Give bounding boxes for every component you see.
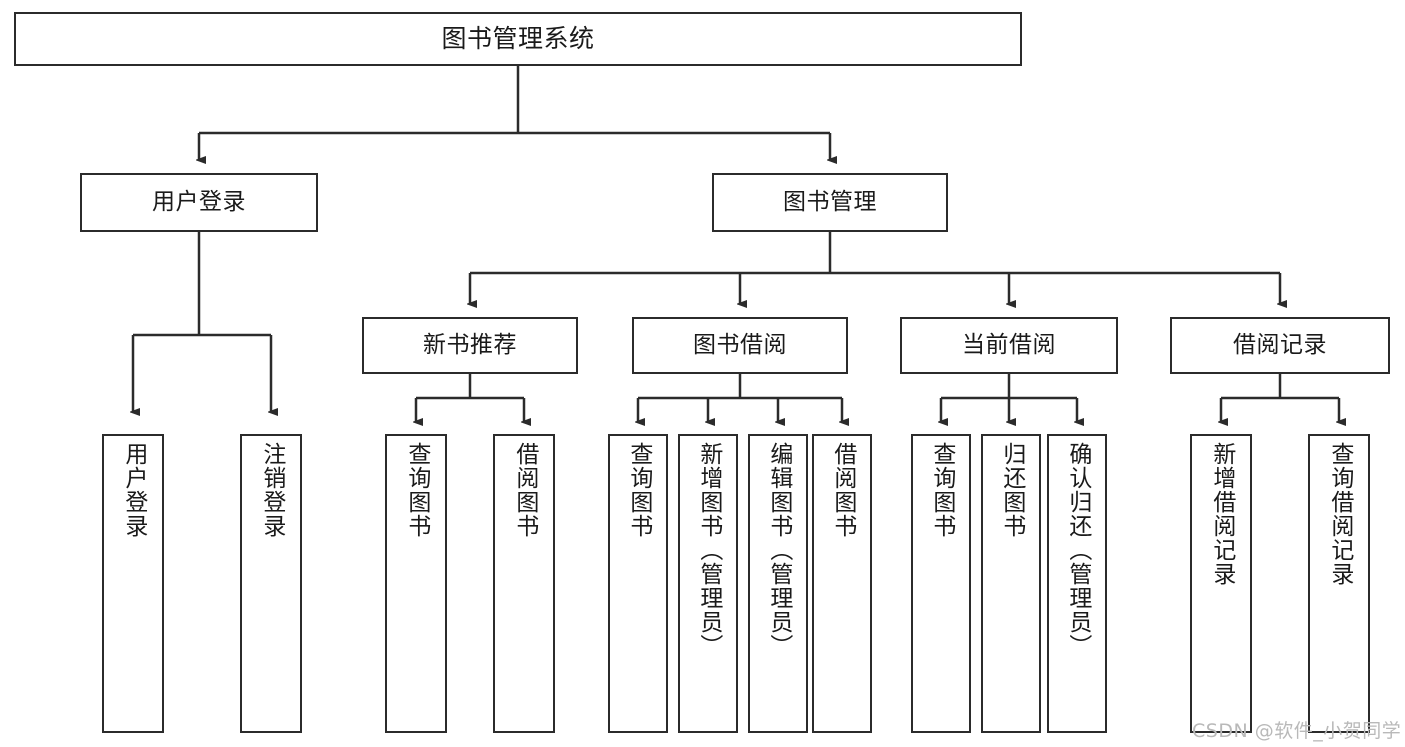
node-new-book-recommend[interactable]: 新书推荐 bbox=[362, 317, 578, 374]
leaf-edit-book-admin[interactable]: 编辑图书（管理员） bbox=[748, 434, 808, 733]
leaf-add-book-admin[interactable]: 新增图书（管理员） bbox=[678, 434, 738, 733]
node-label: 图书借阅 bbox=[693, 331, 787, 358]
node-label: 借阅图书 bbox=[511, 442, 538, 538]
leaf-borrow-book[interactable]: 借阅图书 bbox=[812, 434, 872, 733]
node-label: 查询借阅记录 bbox=[1326, 442, 1353, 586]
node-current-borrow[interactable]: 当前借阅 bbox=[900, 317, 1118, 374]
node-label: 归还图书 bbox=[998, 442, 1025, 538]
leaf-return-book[interactable]: 归还图书 bbox=[981, 434, 1041, 733]
node-label: 新增借阅记录 bbox=[1208, 442, 1235, 586]
node-book-borrow[interactable]: 图书借阅 bbox=[632, 317, 848, 374]
node-label: 用户登录 bbox=[120, 442, 147, 538]
leaf-add-borrow-record[interactable]: 新增借阅记录 bbox=[1190, 434, 1252, 733]
csdn-watermark: CSDN @软件_小贺同学 bbox=[1192, 720, 1402, 742]
node-label: 确认归还（管理员） bbox=[1064, 442, 1091, 658]
node-label: 新增图书（管理员） bbox=[695, 442, 722, 658]
node-label: 编辑图书（管理员） bbox=[765, 442, 792, 658]
node-label: 图书管理系统 bbox=[441, 24, 595, 54]
node-label: 查询图书 bbox=[625, 442, 652, 538]
node-user-login[interactable]: 用户登录 bbox=[80, 173, 318, 232]
leaf-user-login[interactable]: 用户登录 bbox=[102, 434, 164, 733]
node-borrow-record[interactable]: 借阅记录 bbox=[1170, 317, 1390, 374]
node-label: 借阅记录 bbox=[1233, 331, 1327, 358]
node-label: 查询图书 bbox=[403, 442, 430, 538]
node-label: 借阅图书 bbox=[829, 442, 856, 538]
leaf-logout[interactable]: 注销登录 bbox=[240, 434, 302, 733]
leaf-confirm-return-admin[interactable]: 确认归还（管理员） bbox=[1047, 434, 1107, 733]
leaf-query-borrow-record[interactable]: 查询借阅记录 bbox=[1308, 434, 1370, 733]
node-label: 图书管理 bbox=[783, 188, 877, 215]
leaf-borrow-book-recommend[interactable]: 借阅图书 bbox=[493, 434, 555, 733]
leaf-query-book-borrow[interactable]: 查询图书 bbox=[608, 434, 668, 733]
node-root-system[interactable]: 图书管理系统 bbox=[14, 12, 1022, 66]
leaf-query-book-current[interactable]: 查询图书 bbox=[911, 434, 971, 733]
node-book-management[interactable]: 图书管理 bbox=[712, 173, 948, 232]
node-label: 查询图书 bbox=[928, 442, 955, 538]
leaf-query-book-recommend[interactable]: 查询图书 bbox=[385, 434, 447, 733]
node-label: 当前借阅 bbox=[962, 331, 1056, 358]
node-label: 用户登录 bbox=[152, 188, 246, 215]
node-label: 注销登录 bbox=[258, 442, 285, 538]
node-label: 新书推荐 bbox=[423, 331, 517, 358]
